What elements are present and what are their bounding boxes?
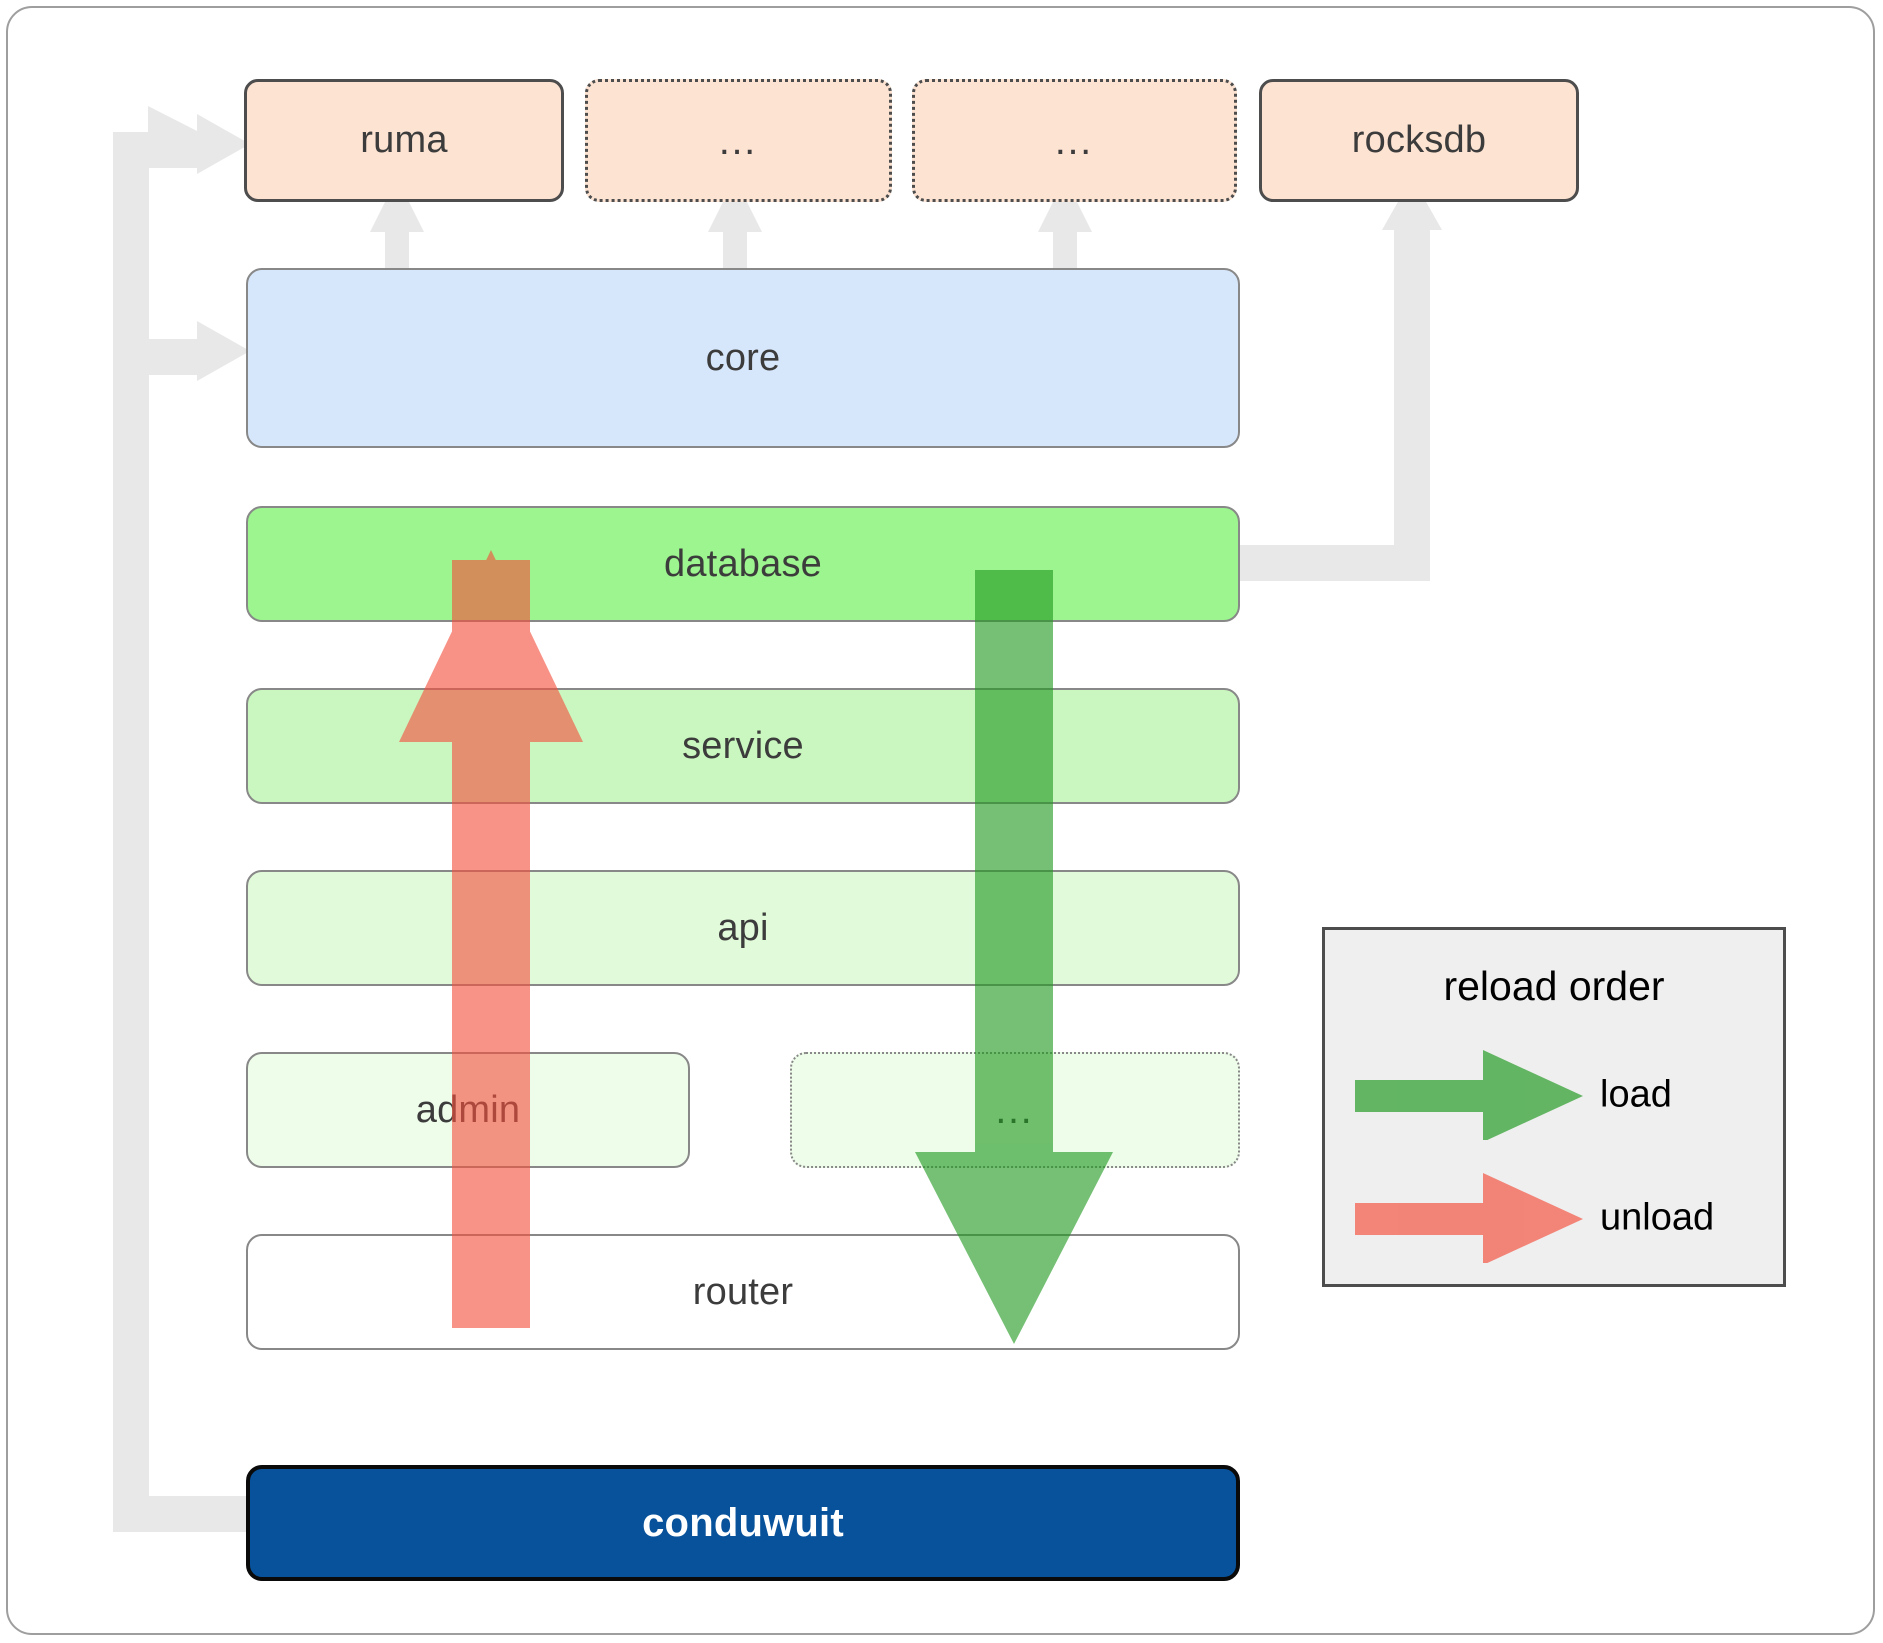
unload-arrow-icon: [1355, 1173, 1583, 1263]
legend-title: reload order: [1443, 963, 1665, 1009]
dependency-label: …: [717, 118, 760, 163]
dependency-box-more-1[interactable]: …: [585, 79, 892, 202]
dependency-label: …: [1053, 118, 1096, 163]
layer-label: service: [682, 724, 804, 767]
dependency-label: rocksdb: [1351, 119, 1487, 161]
layer-box-more[interactable]: …: [790, 1052, 1240, 1168]
legend-row-load: load: [1325, 1050, 1783, 1140]
legend-label-load: load: [1600, 1073, 1672, 1116]
dependency-box-rocksdb[interactable]: rocksdb: [1259, 79, 1579, 202]
legend-label-unload: unload: [1600, 1196, 1715, 1239]
layer-box-database[interactable]: database: [246, 506, 1240, 622]
layer-box-router[interactable]: router: [246, 1234, 1240, 1350]
executable-box-conduwuit[interactable]: conduwuit: [246, 1465, 1240, 1581]
legend-panel: reload order load unload: [1322, 927, 1786, 1287]
executable-label: conduwuit: [642, 1500, 844, 1545]
layer-box-api[interactable]: api: [246, 870, 1240, 986]
dependency-box-more-2[interactable]: …: [912, 79, 1237, 202]
load-arrow-icon: [1355, 1050, 1583, 1140]
layer-box-core[interactable]: core: [246, 268, 1240, 448]
layer-label: router: [692, 1270, 794, 1313]
layer-box-admin[interactable]: admin: [246, 1052, 690, 1168]
dependency-box-ruma[interactable]: ruma: [244, 79, 564, 202]
layer-label: api: [717, 906, 769, 949]
layer-label: …: [993, 1088, 1037, 1132]
dependency-label: ruma: [360, 119, 448, 161]
layer-label: admin: [415, 1088, 521, 1131]
diagram-frame: [6, 6, 1875, 1635]
legend-row-unload: unload: [1325, 1173, 1783, 1263]
layer-label: database: [664, 542, 822, 585]
layer-box-service[interactable]: service: [246, 688, 1240, 804]
layer-label: core: [705, 336, 781, 379]
